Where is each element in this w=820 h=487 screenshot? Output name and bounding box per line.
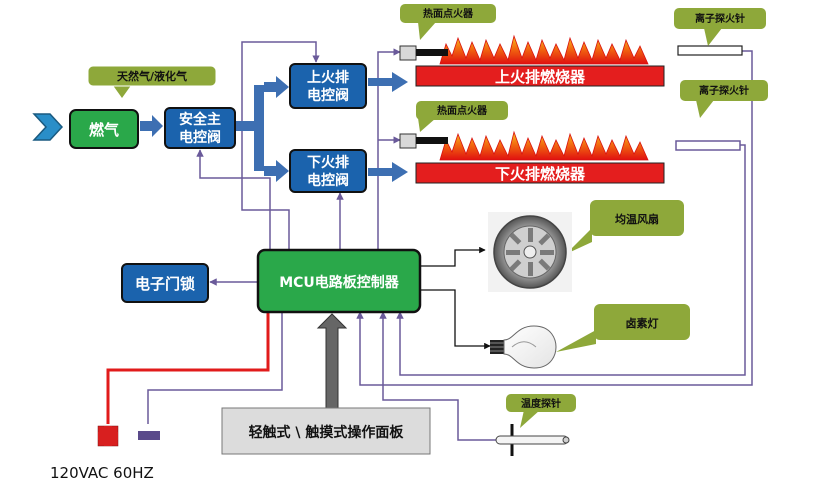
door-lock-box: 电子门锁 <box>121 263 209 303</box>
pipe-upper-to-burner <box>368 72 408 92</box>
svg-text:MCU电路板控制器: MCU电路板控制器 <box>279 274 400 291</box>
svg-text:燃气: 燃气 <box>89 121 119 139</box>
wire-mcu-fan <box>420 246 486 267</box>
callout-lamp: 卤素灯 <box>556 304 690 352</box>
svg-text:轻触式 \ 触摸式操作面板: 轻触式 \ 触摸式操作面板 <box>249 424 405 441</box>
output-wires <box>420 246 491 350</box>
svg-text:下火排: 下火排 <box>307 154 349 171</box>
gas-box: 燃气 <box>69 109 139 149</box>
halogen-lamp-icon <box>490 325 557 369</box>
igniter-bottom <box>399 133 448 149</box>
callout-temp-probe: 温度探针 <box>506 394 576 428</box>
control-wires <box>147 41 753 441</box>
lower-burner-label: 下火排燃烧器 <box>495 165 586 183</box>
callout-igniter-bottom: 热面点火器 <box>416 101 508 132</box>
callout-gas-type: 天然气/液化气 <box>87 65 217 98</box>
svg-text:上火排: 上火排 <box>307 69 349 86</box>
pipe-main-out <box>235 121 254 131</box>
ion-probe-bottom <box>675 140 741 151</box>
lower-valve-box: 下火排 电控阀 <box>289 149 367 193</box>
flame-icon <box>439 34 649 65</box>
pipe-manifold-vertical <box>254 85 264 171</box>
operation-panel-box: 轻触式 \ 触摸式操作面板 <box>221 407 431 455</box>
wire-temp-mcu <box>379 311 510 441</box>
ion-probe-top <box>677 45 743 56</box>
lower-burner <box>415 162 665 184</box>
igniter-top <box>399 45 448 61</box>
panel-input-arrow <box>316 313 348 409</box>
wire-mcu-igniter-top <box>377 48 401 250</box>
wire-ion-top-mcu <box>356 50 753 386</box>
svg-text:电控阀: 电控阀 <box>307 172 349 189</box>
wire-power-plus <box>106 312 270 424</box>
main-safety-valve-box: 安全主 电控阀 <box>164 107 236 149</box>
gas-pipes <box>140 72 408 182</box>
svg-text:热面点火器: 热面点火器 <box>423 7 474 20</box>
temperature-probe-icon <box>495 424 570 456</box>
upper-burner <box>415 65 665 87</box>
power-plus-icon: + <box>97 425 119 447</box>
svg-text:安全主: 安全主 <box>179 111 221 128</box>
svg-text:离子探火针: 离子探火针 <box>695 12 745 25</box>
callout-ion-probe-bottom: 离子探火针 <box>680 80 768 118</box>
svg-text:卤素灯: 卤素灯 <box>626 316 659 330</box>
pipe-to-upper-valve <box>264 76 289 98</box>
callout-fan: 均温风扇 <box>566 200 684 254</box>
svg-text:离子探火针: 离子探火针 <box>699 84 749 97</box>
gas-inlet-chevron-icon <box>32 113 64 141</box>
wire-mcu-main-valve <box>196 149 271 250</box>
svg-text:电子门锁: 电子门锁 <box>135 275 195 293</box>
svg-text:热面点火器: 热面点火器 <box>437 104 488 117</box>
mcu-controller-box: MCU电路板控制器 <box>256 248 422 314</box>
svg-text:温度探针: 温度探针 <box>521 397 561 410</box>
svg-text:均温风扇: 均温风扇 <box>615 212 659 226</box>
callout-ion-probe-top: 离子探火针 <box>674 8 766 46</box>
flames-bottom <box>439 130 649 161</box>
power-minus-icon: − <box>138 431 160 440</box>
upper-valve-box: 上火排 电控阀 <box>289 63 367 109</box>
pipe-lower-to-burner <box>368 162 408 182</box>
svg-text:电控阀: 电控阀 <box>307 87 349 104</box>
flame-icon <box>439 130 649 161</box>
svg-text:电控阀: 电控阀 <box>179 129 221 146</box>
pipe-gas-to-main <box>140 115 163 137</box>
wire-ion-bottom-mcu <box>396 144 746 376</box>
callout-igniter-top: 热面点火器 <box>400 4 496 40</box>
upper-burner-label: 上火排燃烧器 <box>495 68 586 86</box>
wire-power-minus <box>147 312 283 424</box>
convection-fan-icon <box>488 212 572 292</box>
wire-mcu-lamp <box>420 289 491 350</box>
svg-text:天然气/液化气: 天然气/液化气 <box>117 69 187 83</box>
pipe-to-lower-valve <box>264 160 289 182</box>
power-rating-label: 120VAC 60HZ <box>50 464 154 482</box>
flames-top <box>439 34 649 65</box>
